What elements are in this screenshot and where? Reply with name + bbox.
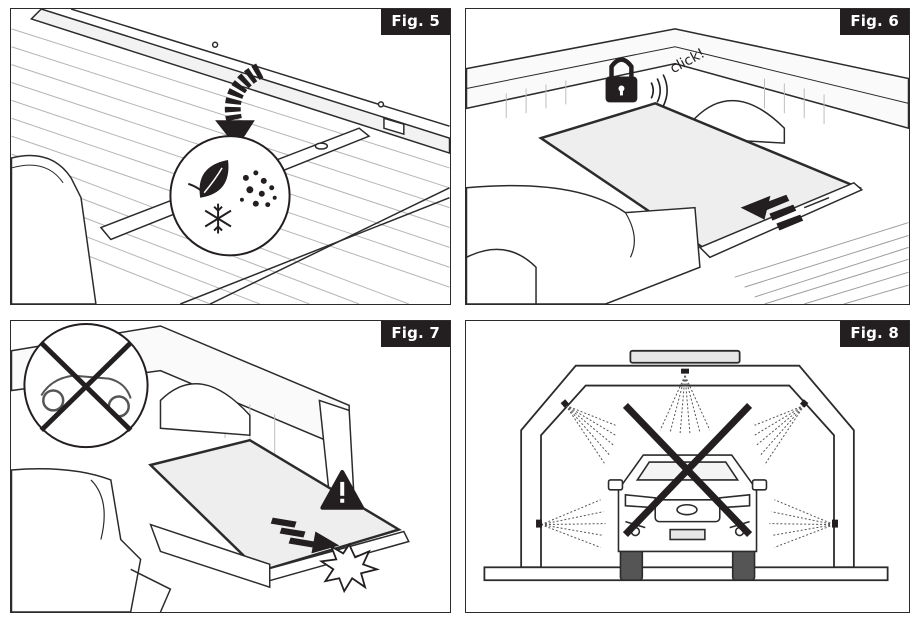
warning-icon — [320, 469, 365, 510]
sound-waves-icon — [650, 74, 668, 107]
fender-shape — [11, 154, 97, 304]
figure-7-panel: Fig. 7 — [10, 320, 451, 613]
prohibited-cross-icon — [622, 403, 753, 537]
impact-icon — [318, 542, 381, 594]
figure-7-illustration — [11, 322, 410, 612]
figure-8-label: Fig. 8 — [840, 321, 909, 347]
figure-5-panel: Fig. 5 — [10, 8, 451, 305]
figure-6-illustration — [466, 28, 909, 304]
water-spray-icon — [540, 375, 835, 548]
padlock-icon — [605, 57, 638, 103]
figure-5-illustration — [11, 9, 450, 304]
curved-arrow-icon — [215, 63, 264, 149]
push-arrow-icon — [740, 194, 804, 231]
leaf-icon — [187, 159, 229, 198]
car-wash-arch — [483, 349, 889, 582]
figure-6-panel: click! Fig. 6 — [465, 8, 910, 305]
figure-5-label: Fig. 5 — [381, 9, 450, 35]
figure-8-illustration — [483, 349, 889, 582]
push-arrow-icon — [270, 517, 340, 554]
figure-8-panel: Fig. 8 — [465, 320, 910, 613]
dust-icon — [239, 170, 277, 208]
car-front-icon — [607, 454, 768, 582]
figure-7-label: Fig. 7 — [381, 321, 450, 347]
no-offroad-icon — [23, 322, 149, 449]
figure-6-label: Fig. 6 — [840, 9, 909, 35]
snowflake-icon — [204, 203, 232, 234]
tonneau-cover — [148, 438, 402, 573]
